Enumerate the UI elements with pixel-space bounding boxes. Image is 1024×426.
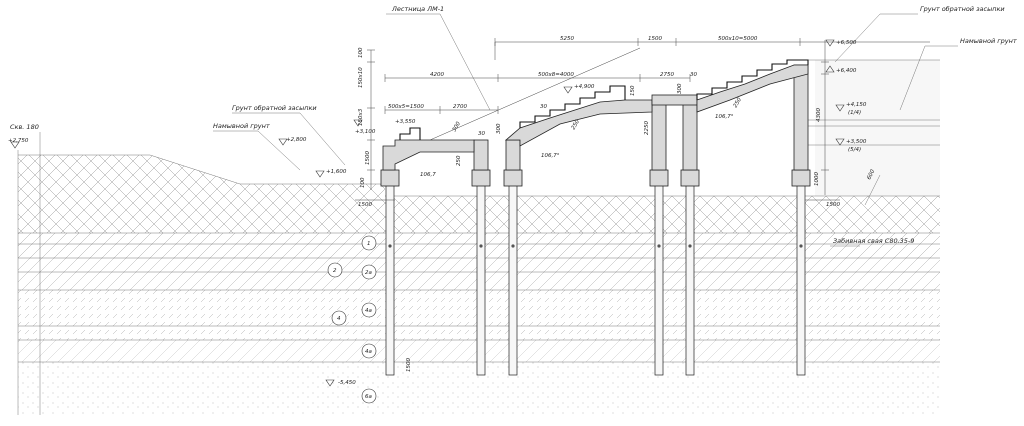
dim-1500-bottom-left: 1500 — [358, 202, 372, 208]
dim-4300: 4300 — [816, 108, 822, 122]
dim-150x3: 150х3 — [358, 108, 364, 126]
elev-3100: +3,100 — [355, 129, 376, 135]
pile-4 — [654, 184, 664, 376]
elev-1600: +1,600 — [326, 169, 347, 175]
dim-2250: 2250 — [644, 121, 650, 135]
layer-label-6a: 6a — [365, 394, 372, 400]
label-pile: Забивная свая С80.35-9 — [833, 237, 914, 245]
dim-500x5: 500х5=1500 — [388, 104, 424, 110]
layer-label-4: 4 — [337, 316, 341, 322]
dim-30-b: 30 — [540, 104, 547, 110]
dim-1500-top: 1500 — [648, 36, 662, 42]
soil-layer-6a — [18, 362, 940, 415]
layer-label-4a-1: 4a — [365, 308, 372, 314]
layer-label-1: 1 — [367, 241, 371, 247]
dim-100-top: 100 — [358, 47, 364, 58]
angle-3: 106,7° — [715, 114, 734, 120]
dim-300-c: 300 — [452, 120, 463, 133]
elev-4150-sub: (1/4) — [848, 110, 861, 116]
dim-30-c: 30 — [478, 131, 485, 137]
dim-300-b: 300 — [496, 123, 502, 134]
dim-2700: 2700 — [453, 104, 467, 110]
dim-250-a: 250 — [571, 118, 582, 131]
elev-4900: +4,900 — [574, 84, 595, 90]
soil-layer-top — [18, 155, 940, 233]
elev-3500-sub: (5/4) — [848, 147, 861, 153]
dim-250-c: 250 — [456, 155, 462, 166]
layer-label-2: 2 — [333, 268, 337, 274]
elev-3550: +3,550 — [395, 119, 416, 125]
elev-4150: +4,150 — [846, 102, 867, 108]
dim-30-a: 30 — [690, 72, 697, 78]
angle-2: 106,7° — [541, 153, 560, 159]
label-backfill-right: Грунт обратной засыпки — [920, 5, 1005, 13]
pile-2 — [476, 184, 486, 376]
dim-2750: 2750 — [660, 72, 674, 78]
pile-5 — [685, 184, 695, 376]
dim-250-b: 250 — [733, 96, 744, 109]
concrete-structure — [380, 59, 811, 187]
pile-6 — [796, 184, 806, 376]
dim-600: 600 — [866, 168, 876, 181]
pile-1 — [385, 184, 395, 376]
backfill-right — [815, 60, 940, 196]
dim-4200: 4200 — [430, 72, 444, 78]
dim-1000: 1000 — [814, 172, 820, 186]
dim-150: 150 — [630, 85, 636, 96]
dim-1500-bottom-right: 1500 — [826, 202, 840, 208]
elevation-markers — [10, 39, 845, 387]
label-backfill-left: Грунт обратной засыпки — [232, 104, 317, 112]
label-well: Скв. 180 — [10, 123, 39, 131]
elev-3500: +3,500 — [846, 139, 867, 145]
angle-1: 106,7 — [420, 172, 436, 178]
dimension-lines — [355, 38, 930, 201]
leader-lines — [213, 13, 958, 247]
layer-label-4a-2: 4a — [365, 349, 372, 355]
dim-300-a: 300 — [677, 83, 683, 94]
layer-markers — [327, 235, 377, 404]
dim-1500-left: 1500 — [365, 151, 371, 165]
dim-100: 100 — [360, 177, 366, 188]
layer-label-2a: 2a — [365, 270, 372, 276]
dim-150x10: 150х10 — [358, 67, 364, 88]
labels: Лестница ЛМ-1 Грунт обратной засыпки Нам… — [8, 5, 1017, 400]
label-alluvial-right: Намывной грунт — [960, 37, 1017, 45]
dim-1500-pile: 1500 — [406, 358, 412, 372]
elev-2800: +2,800 — [286, 137, 307, 143]
pile-3 — [508, 184, 518, 376]
elev-2750: +2,750 — [8, 138, 29, 144]
elev-minus-5450: -5,450 — [338, 380, 356, 386]
label-alluvial-left: Намывной грунт — [213, 122, 270, 130]
dim-500x10: 500х10=5000 — [718, 36, 758, 42]
elev-6500: +6,500 — [836, 40, 857, 46]
label-stair: Лестница ЛМ-1 — [391, 5, 444, 13]
dim-5250: 5250 — [560, 36, 574, 42]
dim-500x8: 500х8=4000 — [538, 72, 574, 78]
elev-6400: +6,400 — [836, 68, 857, 74]
